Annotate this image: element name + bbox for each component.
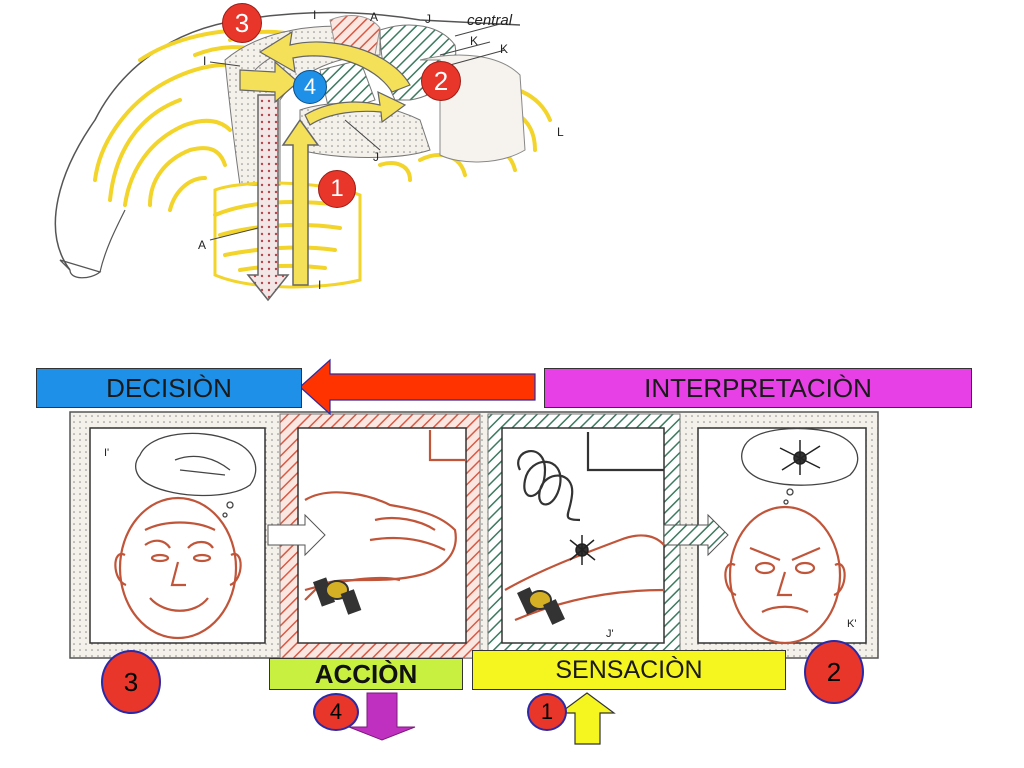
decision-to-action-arrow: [239, 60, 299, 104]
action-step-badge: 4: [313, 693, 359, 731]
interpretation-to-decision-arrow: [258, 30, 411, 93]
panel-arrow-1: [267, 513, 326, 557]
brain-letter-i2: I: [203, 54, 207, 68]
interpretation-to-decision-red-arrow: [299, 358, 536, 416]
interpretation-label: INTERPRETACIÒN: [544, 368, 972, 408]
panel1-mark: I': [104, 447, 110, 459]
brain-letter-j2: J: [373, 150, 379, 164]
brain-letter-l: L: [557, 125, 564, 139]
thought-bubble-handshake: [135, 432, 257, 518]
mosquito-2: [779, 440, 821, 475]
sensation-step-badge: 1: [527, 693, 567, 731]
central-label: central: [467, 12, 513, 29]
brain-badge-3: 3: [222, 3, 262, 43]
sensory-pathway-arrow: [281, 118, 320, 286]
mosquito-1: [569, 535, 596, 565]
brain-badge-2: 2: [421, 61, 461, 101]
wristwatch-1: [312, 577, 362, 615]
interpretation-step-badge: 2: [804, 640, 864, 704]
brain-letter-a: A: [370, 10, 379, 24]
action-label: ACCIÒN: [269, 658, 463, 690]
sensation-up-arrow: [558, 692, 616, 745]
brain-letter-a2: A: [198, 238, 207, 252]
brain-letter-k2: K: [500, 42, 509, 56]
brain-letter-k: K: [470, 34, 479, 48]
smiling-face-drawing: [114, 496, 242, 640]
brain-letter-i: I: [313, 8, 317, 22]
sensation-label: SENSACIÒN: [472, 650, 786, 690]
brain-badge-4: 4: [293, 70, 327, 104]
decision-label: DECISIÒN: [36, 368, 302, 408]
motor-pathway-arrow: [246, 94, 290, 302]
brain-badge-1: 1: [318, 170, 356, 208]
decision-step-badge: 3: [101, 650, 161, 714]
brain-letter-i3: I: [318, 278, 322, 292]
brain-letter-j: J: [425, 12, 431, 26]
sensation-to-interpretation-arrow: [304, 90, 407, 126]
panel-action: [297, 427, 467, 644]
angry-face-drawing: [724, 505, 846, 645]
wristwatch-2: [517, 587, 565, 625]
cerebellum: [213, 181, 362, 289]
arm-drawing-2: [504, 534, 665, 622]
mosquito-bite-drawing: [517, 432, 664, 522]
panel-arrow-2: [663, 513, 729, 557]
panel4-mark: K': [847, 618, 857, 630]
action-down-arrow: [348, 692, 416, 741]
panel3-mark: J': [606, 628, 614, 640]
